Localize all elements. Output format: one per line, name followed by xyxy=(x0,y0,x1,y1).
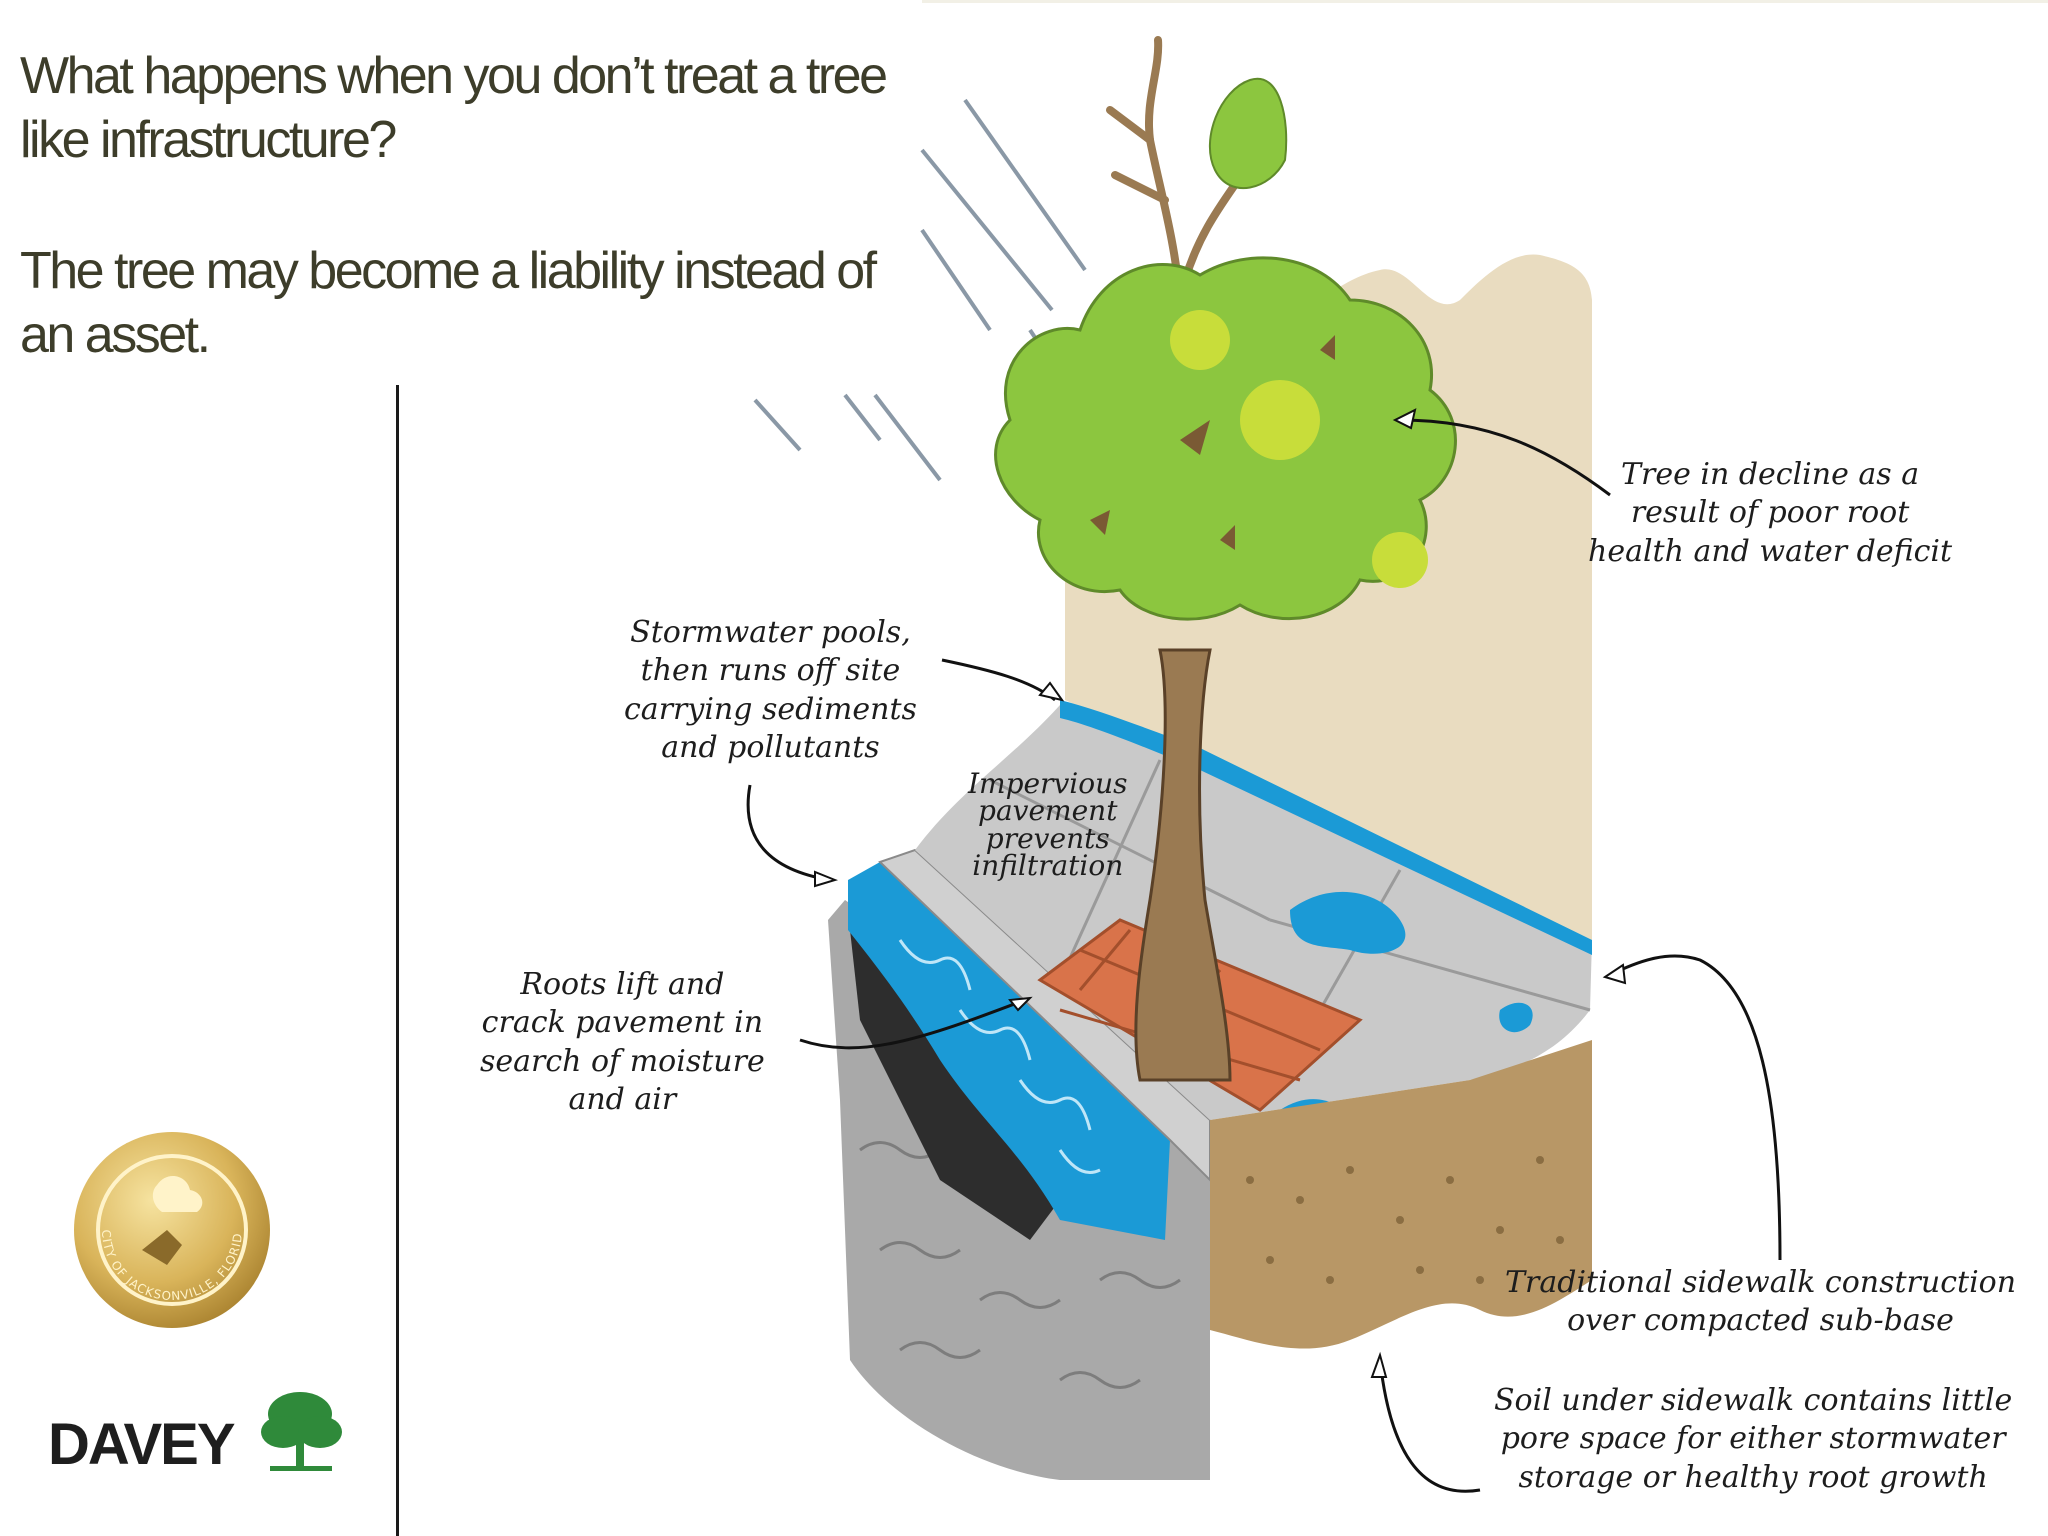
label-line: search of moisture xyxy=(480,1043,765,1079)
label-line: prevents xyxy=(985,821,1110,855)
label-line: Soil under sidewalk contains little xyxy=(1494,1383,2013,1418)
slide-question: What happens when you don’t treat a tree… xyxy=(20,47,888,170)
label-line: crack pavement in xyxy=(481,1005,764,1041)
vertical-divider xyxy=(396,385,399,1536)
slide-title-block: What happens when you don’t treat a tree… xyxy=(20,44,900,368)
label-line: carrying sediments xyxy=(624,691,917,727)
label-line: pavement xyxy=(978,794,1118,828)
label-roots: Roots lift and crack pavement in search … xyxy=(480,966,765,1120)
canopy-highlights xyxy=(1170,310,1428,588)
davey-tree-icon xyxy=(261,1392,342,1471)
label-tree-decline: Tree in decline as a result of poor root… xyxy=(1588,456,1952,571)
puddle-1 xyxy=(1290,891,1406,954)
label-line: then runs off site xyxy=(640,653,901,689)
water-ripples xyxy=(898,939,1101,1174)
slide-answer: The tree may become a liability instead … xyxy=(20,241,877,365)
top-foliage xyxy=(1209,77,1288,189)
davey-wordmark: DAVEY xyxy=(48,1412,235,1477)
label-stormwater: Stormwater pools, then runs off site car… xyxy=(624,614,917,768)
label-line: pore space for either stormwater xyxy=(1500,1421,2006,1457)
label-sidewalk-construction: Traditional sidewalk construction over c… xyxy=(1505,1264,2016,1341)
davey-logo: DAVEY xyxy=(48,1392,342,1477)
label-line: and pollutants xyxy=(661,730,880,766)
label-line: infiltration xyxy=(972,849,1124,883)
asphalt-layer xyxy=(850,930,1060,1240)
soil-texture xyxy=(1246,1156,1564,1284)
top-rule xyxy=(922,0,2048,3)
stormwater-channel xyxy=(848,862,1170,1240)
rain-lines xyxy=(753,98,1092,482)
soil-block xyxy=(1210,1040,1592,1349)
label-line: Roots lift and xyxy=(520,967,725,1002)
label-line: Traditional sidewalk construction xyxy=(1505,1265,2017,1300)
puddle-3 xyxy=(1499,1002,1533,1033)
label-line: Impervious xyxy=(968,767,1128,800)
label-line: storage or healthy root growth xyxy=(1518,1459,1988,1495)
dead-leaves xyxy=(1090,335,1335,550)
label-impervious: Impervious pavement prevents infiltratio… xyxy=(968,767,1128,883)
arrow-heads xyxy=(814,408,1627,1378)
label-line: Tree in decline as a xyxy=(1620,457,1920,492)
label-soil: Soil under sidewalk contains little pore… xyxy=(1494,1382,2012,1497)
label-line: result of poor root xyxy=(1630,495,1910,531)
label-line: health and water deficit xyxy=(1588,533,1953,569)
city-seal-icon: CITY OF JACKSONVILLE, FLORIDA xyxy=(72,1130,270,1328)
tree-trunk xyxy=(1134,648,1232,1082)
label-line: Stormwater pools, xyxy=(630,615,911,650)
tree-canopy xyxy=(994,256,1457,621)
label-line: over compacted sub-base xyxy=(1567,1303,1954,1339)
label-line: and air xyxy=(568,1082,677,1118)
